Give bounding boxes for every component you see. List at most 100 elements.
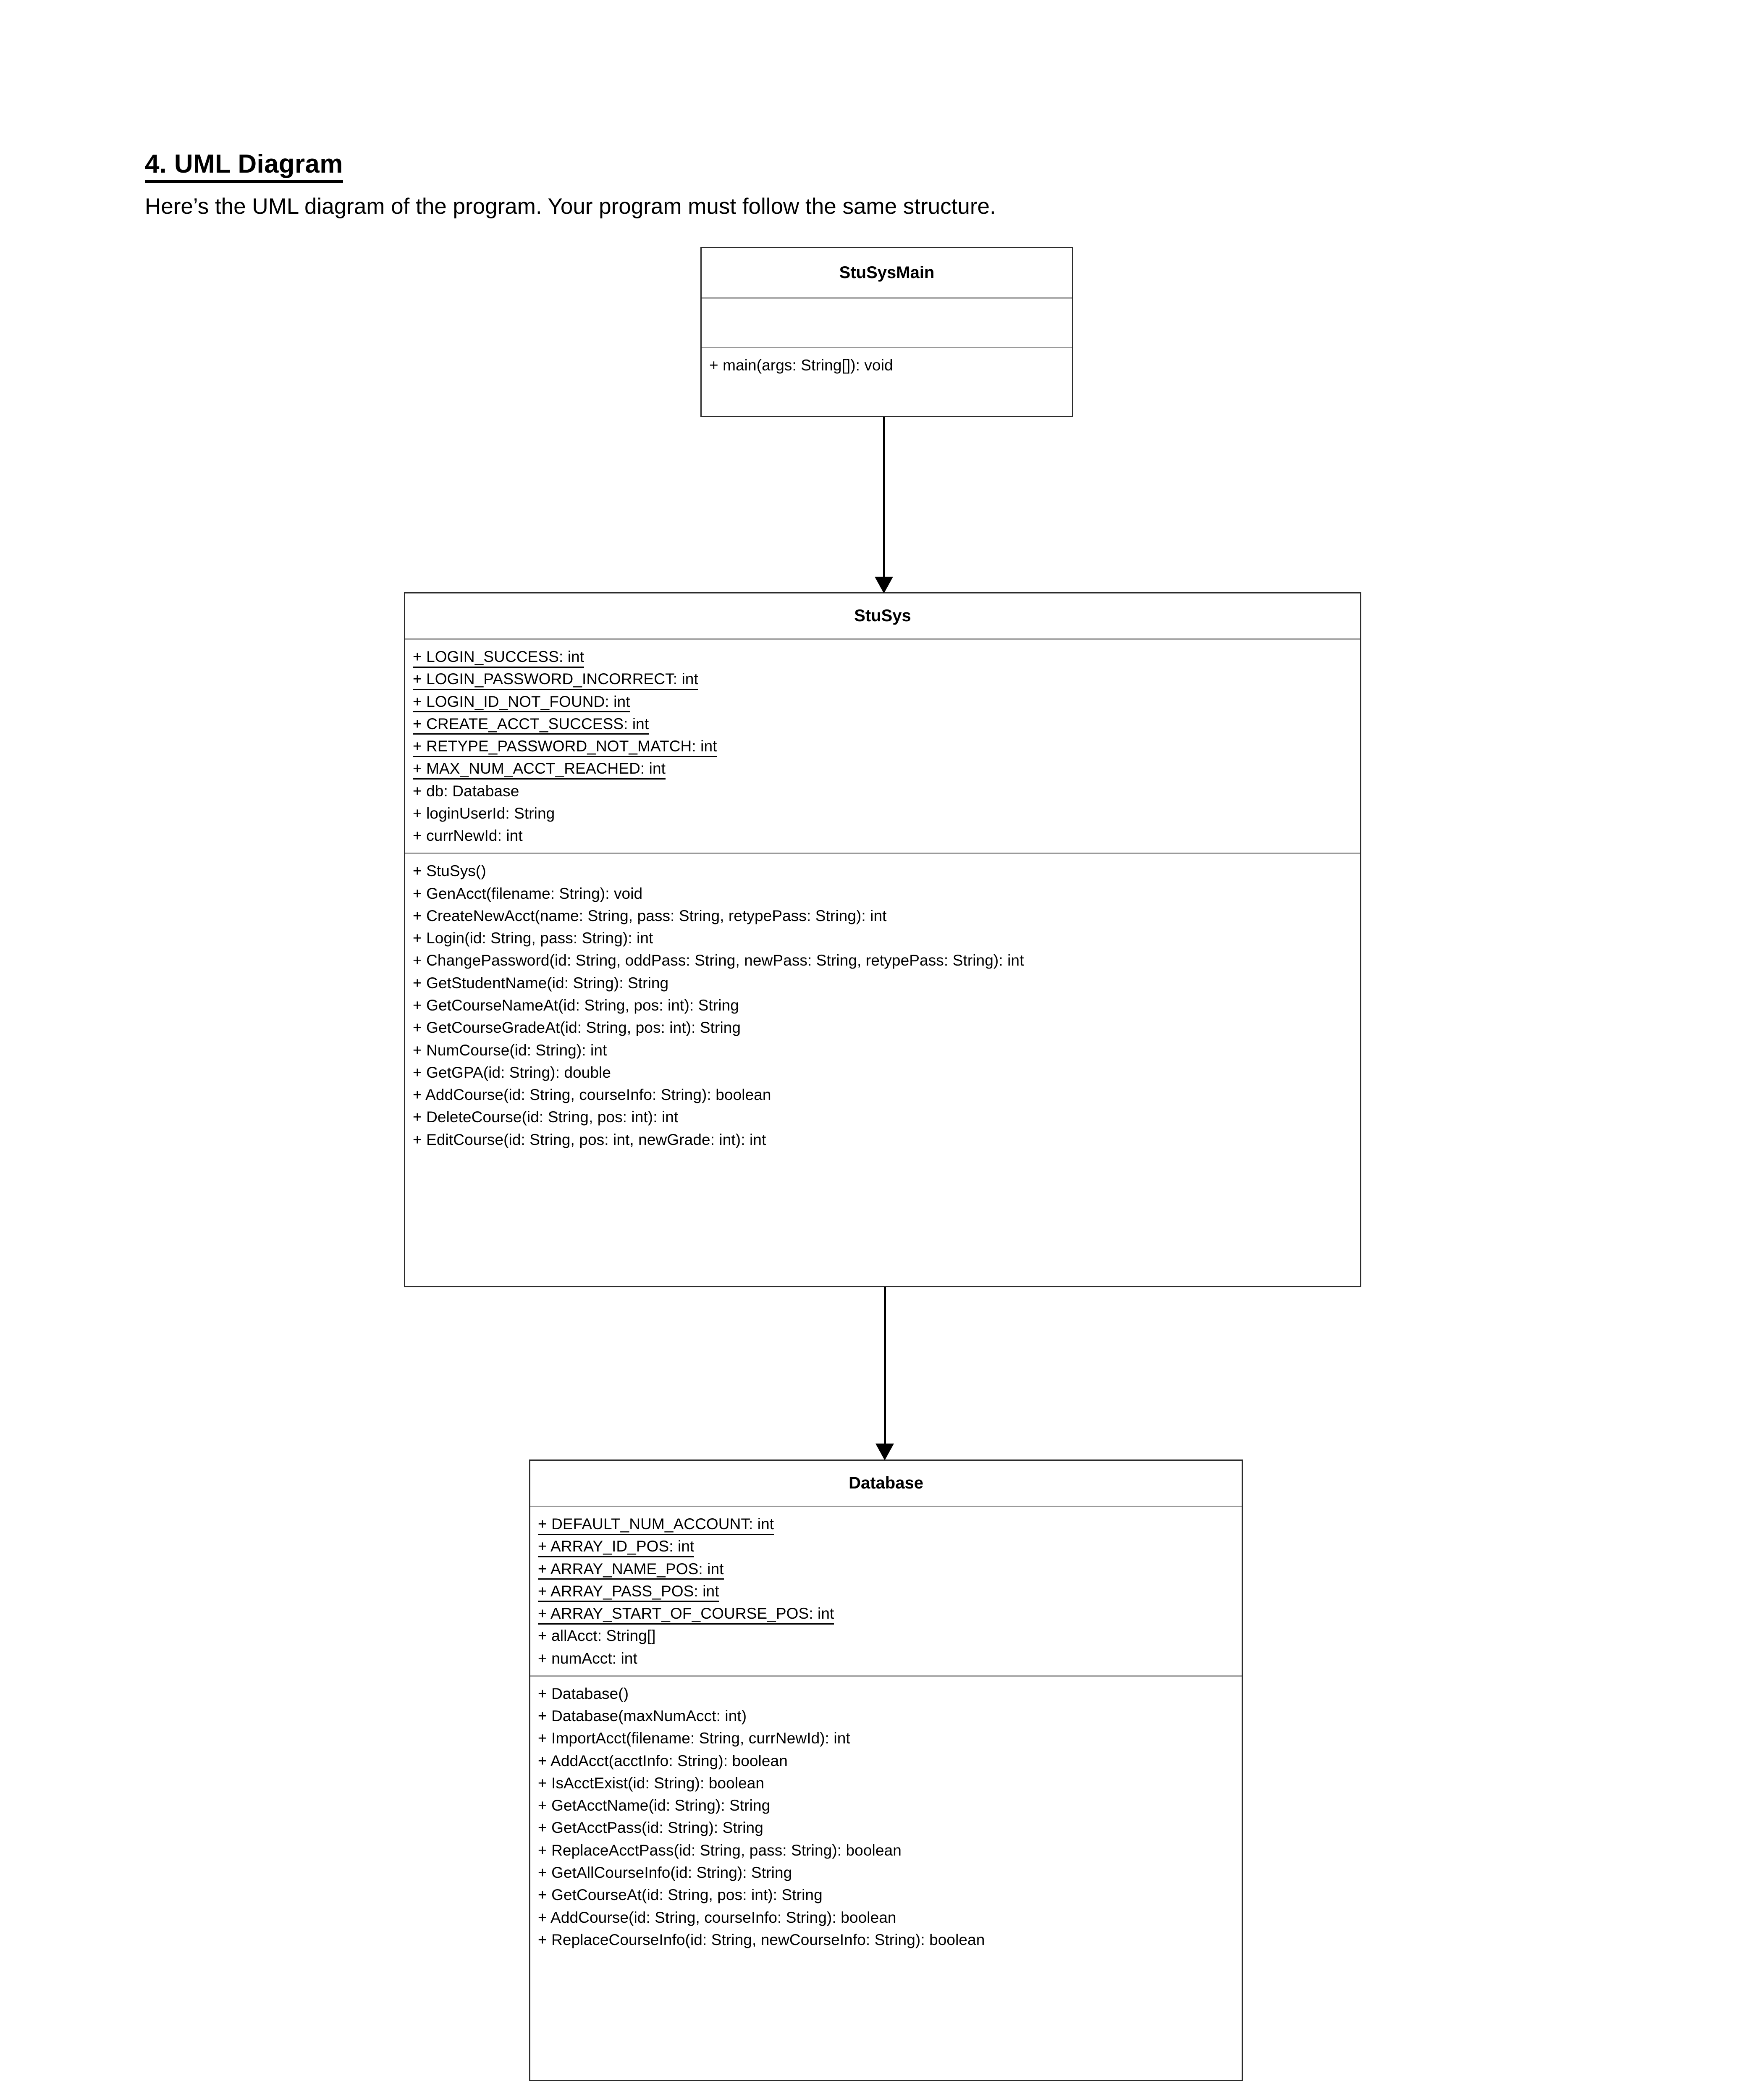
stusys-attribute-0-text: + LOGIN_SUCCESS: int xyxy=(413,648,585,668)
database-method-1: + Database(maxNumAcct: int) xyxy=(538,1705,1235,1727)
stusys-method-5: + GetStudentName(id: String): String xyxy=(413,972,1353,994)
database-attribute-4: + ARRAY_START_OF_COURSE_POS: int xyxy=(538,1602,1235,1625)
stusys-method-12-text: + EditCourse(id: String, pos: int, newGr… xyxy=(413,1131,766,1148)
database-attribute-2-text: + ARRAY_NAME_POS: int xyxy=(538,1560,724,1580)
stusys-attribute-6-text: + db: Database xyxy=(413,782,519,800)
connector-line xyxy=(883,417,885,578)
stusys-method-1-text: + GenAcct(filename: String): void xyxy=(413,885,643,902)
stusys-method-7: + GetCourseGradeAt(id: String, pos: int)… xyxy=(413,1016,1353,1039)
stusys-method-3-text: + Login(id: String, pass: String): int xyxy=(413,929,653,947)
arrowhead-icon xyxy=(875,577,893,593)
arrowhead-icon xyxy=(875,1444,894,1460)
database-attribute-1: + ARRAY_ID_POS: int xyxy=(538,1535,1235,1557)
database-method-2-text: + ImportAcct(filename: String, currNewId… xyxy=(538,1730,850,1747)
stusys-method-0-text: + StuSys() xyxy=(413,862,486,880)
stusys-method-2: + CreateNewAcct(name: String, pass: Stri… xyxy=(413,905,1353,927)
database-attribute-6-text: + numAcct: int xyxy=(538,1649,637,1667)
database-method-8-text: + GetAllCourseInfo(id: String): String xyxy=(538,1864,792,1881)
stusys-method-8-text: + NumCourse(id: String): int xyxy=(413,1041,607,1059)
database-method-9-text: + GetCourseAt(id: String, pos: int): Str… xyxy=(538,1886,823,1904)
stusys-method-9-text: + GetGPA(id: String): double xyxy=(413,1063,611,1081)
database-method-3: + AddAcct(acctInfo: String): boolean xyxy=(538,1750,1235,1772)
class-attributes-database: + DEFAULT_NUM_ACCOUNT: int + ARRAY_ID_POS… xyxy=(530,1507,1242,1675)
database-method-2: + ImportAcct(filename: String, currNewId… xyxy=(538,1727,1235,1749)
stusys-method-3: + Login(id: String, pass: String): int xyxy=(413,927,1353,949)
stusys-method-10: + AddCourse(id: String, courseInfo: Stri… xyxy=(413,1084,1353,1106)
database-method-1-text: + Database(maxNumAcct: int) xyxy=(538,1707,747,1725)
stusys-method-2-text: + CreateNewAcct(name: String, pass: Stri… xyxy=(413,907,887,924)
database-method-7-text: + ReplaceAcctPass(id: String, pass: Stri… xyxy=(538,1841,902,1859)
connector-line xyxy=(884,1287,886,1444)
database-method-7: + ReplaceAcctPass(id: String, pass: Stri… xyxy=(538,1839,1235,1861)
class-title-stusysmain: StuSysMain xyxy=(702,248,1072,299)
page-title: 4. UML Diagram xyxy=(145,149,343,184)
stusys-attribute-5: + MAX_NUM_ACCT_REACHED: int xyxy=(413,757,1353,780)
database-method-5-text: + GetAcctName(id: String): String xyxy=(538,1797,771,1814)
class-methods-database: + Database() + Database(maxNumAcct: int) +… xyxy=(530,1675,1242,1957)
stusys-attribute-4-text: + RETYPE_PASSWORD_NOT_MATCH: int xyxy=(413,738,717,757)
stusys-method-5-text: + GetStudentName(id: String): String xyxy=(413,974,669,992)
database-attribute-0: + DEFAULT_NUM_ACCOUNT: int xyxy=(538,1513,1235,1535)
stusys-method-1: + GenAcct(filename: String): void xyxy=(413,882,1353,905)
page-title-text: 4. UML Diagram xyxy=(145,149,343,184)
database-method-4: + IsAcctExist(id: String): boolean xyxy=(538,1772,1235,1794)
connector-stusys-to-database xyxy=(866,1287,904,1460)
stusys-method-7-text: + GetCourseGradeAt(id: String, pos: int)… xyxy=(413,1019,741,1037)
stusys-method-4: + ChangePassword(id: String, oddPass: St… xyxy=(413,949,1353,971)
stusys-attribute-1: + LOGIN_PASSWORD_INCORRECT: int xyxy=(413,668,1353,690)
class-methods-stusysmain: + main(args: String[]): void xyxy=(702,347,1072,382)
stusys-attribute-3: + CREATE_ACCT_SUCCESS: int xyxy=(413,713,1353,735)
class-methods-stusys: + StuSys() + GenAcct(filename: String): v… xyxy=(405,853,1360,1156)
database-method-0-text: + Database() xyxy=(538,1685,629,1702)
stusys-method-4-text: + ChangePassword(id: String, oddPass: St… xyxy=(413,952,1024,969)
stusys-method-9: + GetGPA(id: String): double xyxy=(413,1061,1353,1084)
stusys-attribute-7: + loginUserId: String xyxy=(413,802,1353,824)
database-method-10: + AddCourse(id: String, courseInfo: Stri… xyxy=(538,1906,1235,1929)
class-title-stusys: StuSys xyxy=(405,593,1360,640)
stusys-method-6-text: + GetCourseNameAt(id: String, pos: int):… xyxy=(413,996,739,1014)
stusys-attribute-3-text: + CREATE_ACCT_SUCCESS: int xyxy=(413,715,649,735)
class-title-database: Database xyxy=(530,1461,1242,1507)
class-attributes-stusysmain xyxy=(702,299,1072,347)
class-attributes-stusys: + LOGIN_SUCCESS: int+ LOGIN_PASSWORD_INC… xyxy=(405,640,1360,853)
stusys-attribute-7-text: + loginUserId: String xyxy=(413,804,555,822)
stusys-method-11-text: + DeleteCourse(id: String, pos: int): in… xyxy=(413,1108,679,1126)
database-attribute-5: + allAcct: String[] xyxy=(538,1625,1235,1647)
database-attribute-4-text: + ARRAY_START_OF_COURSE_POS: int xyxy=(538,1605,834,1625)
uml-class-database: Database + DEFAULT_NUM_ACCOUNT: int + ARR… xyxy=(529,1460,1243,2081)
stusysmain-method-0-text: + main(args: String[]): void xyxy=(709,357,893,374)
database-method-10-text: + AddCourse(id: String, courseInfo: Stri… xyxy=(538,1908,896,1926)
stusys-method-6: + GetCourseNameAt(id: String, pos: int):… xyxy=(413,994,1353,1016)
stusys-method-12: + EditCourse(id: String, pos: int, newGr… xyxy=(413,1129,1353,1151)
connector-stusysmain-to-stusys xyxy=(865,417,903,593)
uml-class-stusys: StuSys + LOGIN_SUCCESS: int+ LOGIN_PASSW… xyxy=(404,592,1361,1287)
database-method-6-text: + GetAcctPass(id: String): String xyxy=(538,1819,763,1837)
stusysmain-method-0: + main(args: String[]): void xyxy=(709,354,1065,376)
stusys-attribute-8-text: + currNewId: int xyxy=(413,827,523,845)
database-method-3-text: + AddAcct(acctInfo: String): boolean xyxy=(538,1752,788,1769)
database-attribute-3-text: + ARRAY_PASS_POS: int xyxy=(538,1583,719,1602)
stusys-method-10-text: + AddCourse(id: String, courseInfo: Stri… xyxy=(413,1086,771,1104)
database-method-4-text: + IsAcctExist(id: String): boolean xyxy=(538,1774,765,1792)
stusys-attribute-1-text: + LOGIN_PASSWORD_INCORRECT: int xyxy=(413,670,698,690)
database-attribute-6: + numAcct: int xyxy=(538,1647,1235,1670)
database-method-0: + Database() xyxy=(538,1683,1235,1705)
database-method-11-text: + ReplaceCourseInfo(id: String, newCours… xyxy=(538,1931,985,1948)
database-attribute-5-text: + allAcct: String[] xyxy=(538,1627,656,1645)
stusys-attribute-2: + LOGIN_ID_NOT_FOUND: int xyxy=(413,690,1353,713)
database-attribute-3: + ARRAY_PASS_POS: int xyxy=(538,1580,1235,1602)
database-method-6: + GetAcctPass(id: String): String xyxy=(538,1816,1235,1839)
database-attribute-2: + ARRAY_NAME_POS: int xyxy=(538,1558,1235,1580)
database-method-5: + GetAcctName(id: String): String xyxy=(538,1794,1235,1816)
database-attribute-0-text: + DEFAULT_NUM_ACCOUNT: int xyxy=(538,1515,774,1535)
stusys-attribute-4: + RETYPE_PASSWORD_NOT_MATCH: int xyxy=(413,735,1353,757)
database-method-8: + GetAllCourseInfo(id: String): String xyxy=(538,1861,1235,1884)
stusys-attribute-8: + currNewId: int xyxy=(413,824,1353,847)
database-attribute-1-text: + ARRAY_ID_POS: int xyxy=(538,1538,695,1557)
uml-class-stusysmain: StuSysMain + main(args: String[]): void xyxy=(700,247,1073,417)
stusys-method-8: + NumCourse(id: String): int xyxy=(413,1039,1353,1061)
stusys-attribute-5-text: + MAX_NUM_ACCT_REACHED: int xyxy=(413,760,666,780)
database-method-11: + ReplaceCourseInfo(id: String, newCours… xyxy=(538,1929,1235,1951)
stusys-attribute-6: + db: Database xyxy=(413,780,1353,802)
intro-paragraph: Here’s the UML diagram of the program. Y… xyxy=(145,194,996,219)
